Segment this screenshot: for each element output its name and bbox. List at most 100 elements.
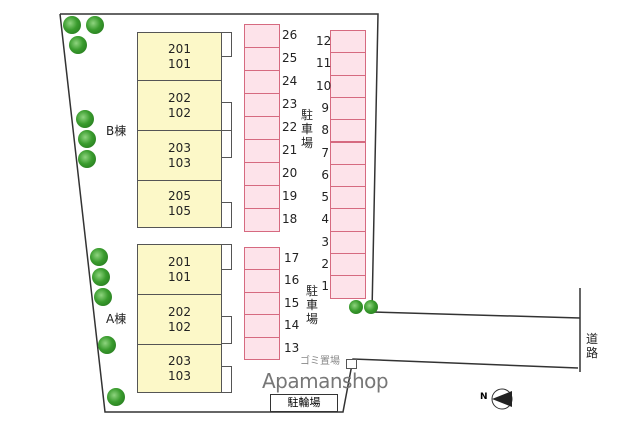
entrance [222,316,232,344]
tree-icon [69,36,87,54]
parking-space-13 [244,336,280,360]
parking-number: 2 [321,257,329,271]
parking-space-5 [330,186,366,210]
unit-number: 202 [168,90,191,105]
unit-number: 203 [168,353,191,368]
parking-number: 6 [321,167,329,182]
tree-icon [364,300,378,314]
unit-number: 205 [168,189,191,203]
tree-icon [63,16,81,34]
parking-space-24 [244,70,280,94]
tree-icon [98,336,116,354]
tree-icon [86,16,104,34]
parking-space-18 [244,208,280,232]
parking-space-3 [330,230,366,254]
building-a-label: A棟 [106,312,127,326]
parking-number: 18 [282,212,298,226]
bicycle-parking: 駐輪場 [270,394,338,412]
parking-number: 21 [282,143,298,157]
parking-number: 11 [316,56,332,71]
parking-label-lower: 駐車場 [305,284,318,326]
tree-icon [92,268,110,286]
garbage-area [346,359,357,369]
parking-number: 13 [284,340,300,355]
parking-space-7 [330,141,366,165]
unit-number: 101 [168,56,191,71]
tree-icon [107,388,125,406]
entrance [222,130,232,158]
parking-space-14 [244,314,280,338]
parking-number: 4 [321,212,329,227]
garbage-area-label: ゴミ置場 [300,356,340,367]
unit-number: 105 [168,204,191,218]
parking-space-12 [330,30,366,54]
parking-space-16 [244,269,280,293]
parking-space-26 [244,24,280,48]
tree-icon [76,110,94,128]
unit-number: 103 [168,155,191,170]
entrance [222,202,232,228]
parking-number: 22 [282,120,298,134]
parking-number: 26 [282,28,298,42]
parking-number: 24 [282,74,298,88]
parking-number: 23 [282,97,298,111]
compass-north-label: N [480,392,488,402]
entrance [222,244,232,270]
parking-number: 10 [316,78,332,93]
road-label: 道路 [585,332,598,360]
tree-icon [94,288,112,306]
parking-number: 15 [284,295,300,310]
parking-space-8 [330,119,366,143]
unit-number: 203 [168,140,191,155]
parking-space-1 [330,275,366,299]
parking-number: 20 [282,166,298,180]
parking-number: 7 [321,145,329,160]
parking-space-15 [244,291,280,316]
parking-space-22 [244,116,280,140]
parking-space-11 [330,52,366,76]
parking-number: 8 [321,123,329,138]
parking-space-2 [330,253,366,277]
parking-number: 5 [321,190,329,205]
unit-number: 103 [168,368,191,383]
watermark: Apamanshop [262,369,389,393]
tree-icon [78,150,96,168]
unit-number: 201 [168,41,191,56]
compass-icon [491,388,513,410]
entrance [222,366,232,393]
parking-label-upper: 駐車場 [300,108,313,150]
parking-space-9 [330,96,366,121]
parking-space-20 [244,162,280,186]
parking-space-25 [244,47,280,71]
unit-number: 202 [168,304,191,319]
parking-number: 16 [284,273,300,288]
parking-space-17 [244,247,280,271]
parking-space-19 [244,185,280,209]
unit-number: 102 [168,319,191,334]
unit-number: 101 [168,269,191,284]
tree-icon [78,130,96,148]
parking-number: 12 [316,34,332,48]
parking-number: 9 [321,100,329,115]
parking-number: 25 [282,51,298,65]
parking-space-6 [330,163,366,188]
parking-number: 3 [321,234,329,249]
parking-number: 14 [284,318,300,333]
entrance [222,32,232,57]
building-b-label: B棟 [106,124,127,138]
parking-number: 17 [284,251,300,265]
parking-space-23 [244,93,280,117]
tree-icon [90,248,108,266]
parking-space-21 [244,139,280,163]
parking-space-10 [330,74,366,98]
unit-number: 102 [168,105,191,120]
unit-number: 201 [168,254,191,269]
